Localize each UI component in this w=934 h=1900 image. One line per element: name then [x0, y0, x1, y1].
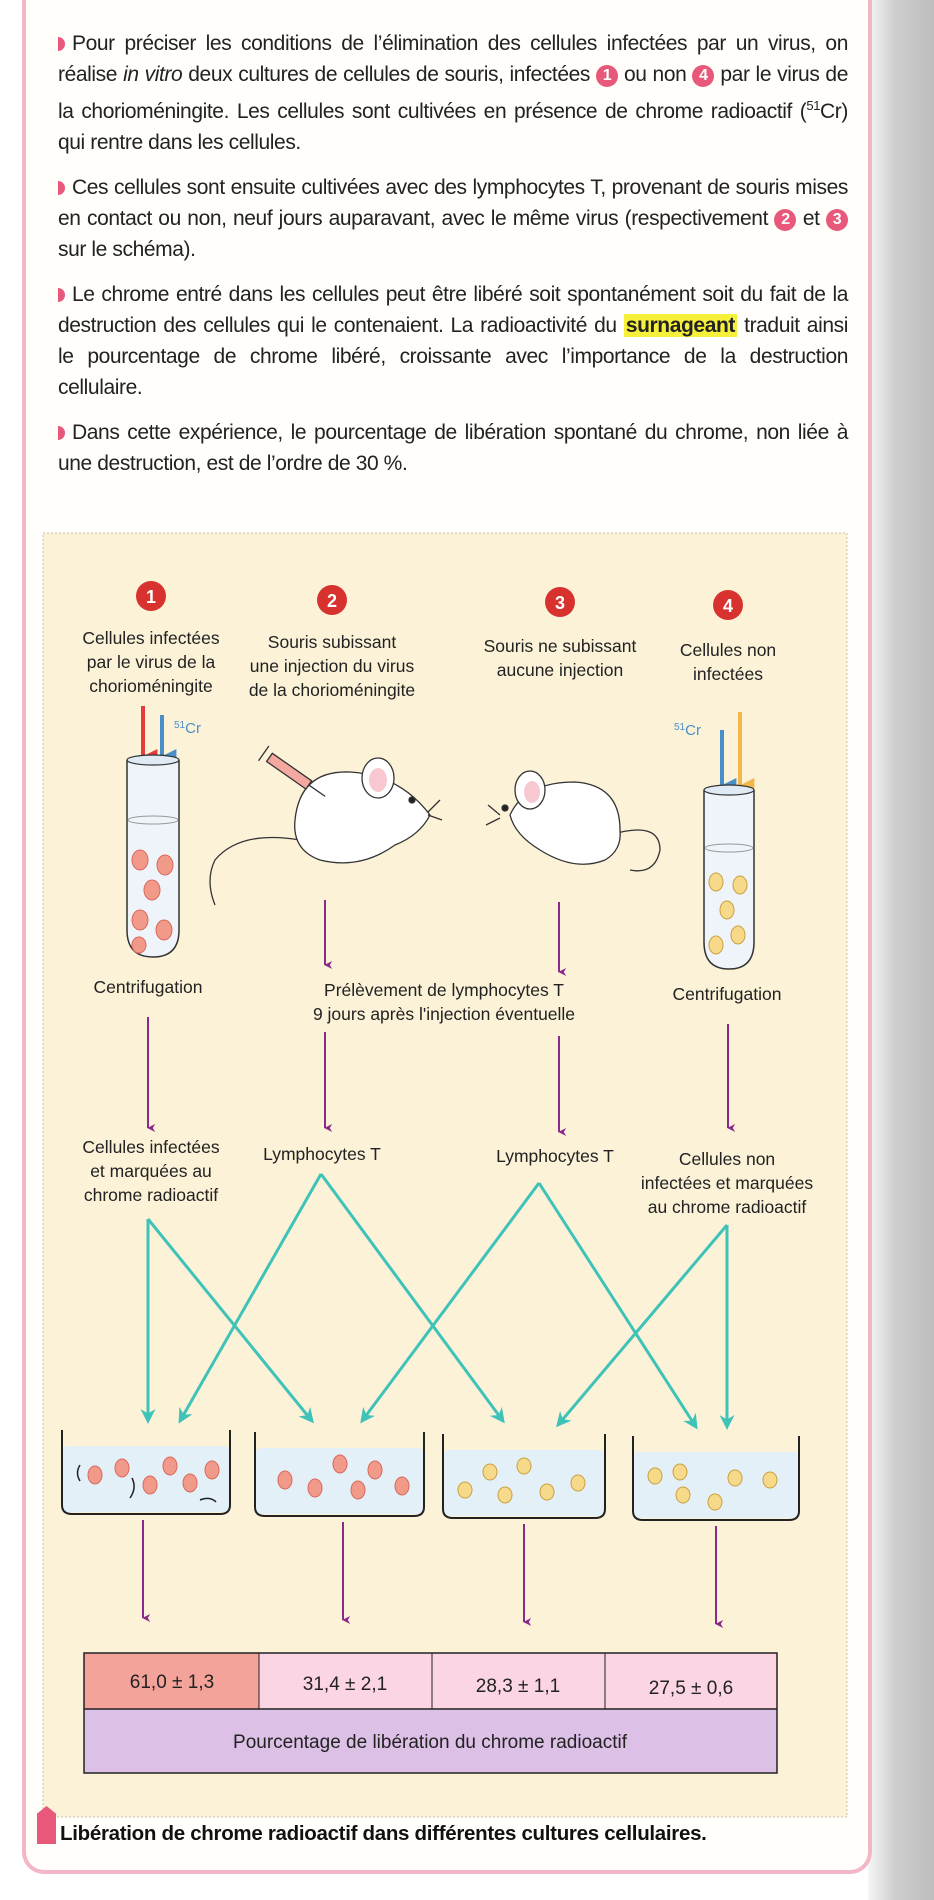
column-2-header: 2 Souris subissant une injection du viru…: [249, 585, 415, 700]
svg-text:61,0 ± 1,3: 61,0 ± 1,3: [130, 1672, 214, 1693]
paragraph-4: Dans cette expérience, le pourcentage de…: [58, 421, 848, 475]
svg-text:infectées et marquées: infectées et marquées: [641, 1173, 813, 1193]
diagram-box: [42, 532, 848, 1818]
number-badge: [136, 581, 166, 611]
paragraph-2: Ces cellules sont ensuite cultivées avec…: [58, 176, 848, 261]
number-badge: [545, 587, 575, 617]
column-1-header: 1 Cellules infectées par le virus de la …: [82, 581, 220, 696]
result-cell-2: [259, 1653, 432, 1709]
svg-text:et marquées au: et marquées au: [90, 1161, 212, 1181]
chromium-label: 51Cr: [674, 722, 701, 739]
label-non-infected-cells: Cellules non infectées et marquées au ch…: [641, 1149, 813, 1217]
number-badge: [713, 590, 743, 620]
chromium-label: 51Cr: [174, 720, 201, 737]
teal-mixing-arrows: [140, 1173, 735, 1430]
svg-text:2: 2: [327, 591, 337, 611]
bullet-icon: [58, 288, 65, 302]
culture-beaker-2: [254, 1432, 425, 1517]
label-lymphocytes-1: Lymphocytes T: [263, 1144, 381, 1164]
step-centrifugation-4: Centrifugation: [673, 984, 782, 1004]
result-cell-4: [605, 1653, 777, 1709]
intro-text: Pour préciser les conditions de l’élimin…: [58, 28, 848, 493]
result-cell-1: [84, 1653, 259, 1709]
svg-text:4: 4: [723, 596, 733, 616]
svg-text:chrome radioactif: chrome radioactif: [84, 1185, 218, 1205]
svg-text:Cellules non: Cellules non: [679, 1149, 775, 1169]
svg-text:3: 3: [555, 593, 565, 613]
caption-marker-icon: [37, 1806, 56, 1844]
number-badge: 2: [774, 209, 797, 231]
svg-text:Pourcentage de libération du c: Pourcentage de libération du chrome radi…: [233, 1732, 628, 1753]
step-prelevement-line-1: Prélèvement de lymphocytes T: [324, 980, 564, 1000]
label-infected-cells: Cellules infectées et marquées au chrome…: [82, 1137, 219, 1205]
svg-text:par le virus de la: par le virus de la: [87, 652, 216, 672]
svg-text:Souris subissant: Souris subissant: [268, 632, 397, 652]
bullet-icon: [58, 181, 65, 195]
bullet-icon: [58, 37, 65, 51]
label-lymphocytes-2: Lymphocytes T: [496, 1146, 614, 1166]
bullet-icon: [58, 426, 65, 440]
svg-text:au chrome radioactif: au chrome radioactif: [648, 1197, 807, 1217]
svg-text:de la chorioméningite: de la chorioméningite: [249, 680, 415, 700]
highlighted-term: surnageant: [623, 314, 738, 337]
column-4-header: 4 Cellules non infectées: [680, 590, 776, 684]
purple-arrows-upper: [147, 900, 736, 1136]
culture-beaker-4: [632, 1436, 800, 1521]
mouse-injected-illustration: [209, 745, 443, 906]
svg-text:Souris ne subissant: Souris ne subissant: [484, 636, 637, 656]
step-centrifugation-1: Centrifugation: [94, 977, 203, 997]
svg-text:Cellules infectées: Cellules infectées: [82, 628, 219, 648]
svg-text:infectées: infectées: [693, 664, 763, 684]
svg-text:Cellules non: Cellules non: [680, 640, 776, 660]
svg-text:31,4 ± 2,1: 31,4 ± 2,1: [303, 1674, 387, 1695]
number-badge: 4: [692, 65, 715, 87]
results-label-row: [84, 1709, 777, 1773]
test-tube-non-infected: 51Cr: [674, 712, 755, 970]
svg-text:chorioméningite: chorioméningite: [89, 676, 213, 696]
svg-text:28,3 ± 1,1: 28,3 ± 1,1: [476, 1676, 560, 1697]
figure-caption: Libération de chrome radioactif dans dif…: [60, 1822, 707, 1845]
results-table: 61,0 ± 1,3 31,4 ± 2,1 28,3 ± 1,1 27,5 ± …: [83, 1652, 778, 1774]
svg-text:aucune injection: aucune injection: [497, 660, 623, 680]
paragraph-3: Le chrome entré dans les cellules peut ê…: [58, 283, 848, 399]
step-prelevement-line-2: 9 jours après l'injection éventuelle: [313, 1004, 575, 1024]
svg-text:une injection du virus: une injection du virus: [250, 656, 415, 676]
test-tube-infected: 51Cr: [126, 706, 201, 958]
page-edge-shadow: [868, 0, 934, 1900]
svg-text:Cellules infectées: Cellules infectées: [82, 1137, 219, 1157]
purple-arrows-lower: [142, 1520, 724, 1628]
column-3-header: 3 Souris ne subissant aucune injection: [484, 587, 637, 680]
number-badge: 1: [596, 65, 618, 87]
culture-beaker-3: [442, 1434, 606, 1519]
mouse-control-illustration: [485, 770, 661, 872]
result-cell-3: [432, 1653, 605, 1709]
svg-text:27,5 ± 0,6: 27,5 ± 0,6: [649, 1678, 733, 1699]
paragraph-1: Pour préciser les conditions de l’élimin…: [58, 32, 848, 154]
number-badge: 3: [826, 209, 848, 231]
number-badge: [317, 585, 347, 615]
svg-text:1: 1: [146, 587, 156, 607]
culture-beaker-1: [61, 1430, 231, 1515]
